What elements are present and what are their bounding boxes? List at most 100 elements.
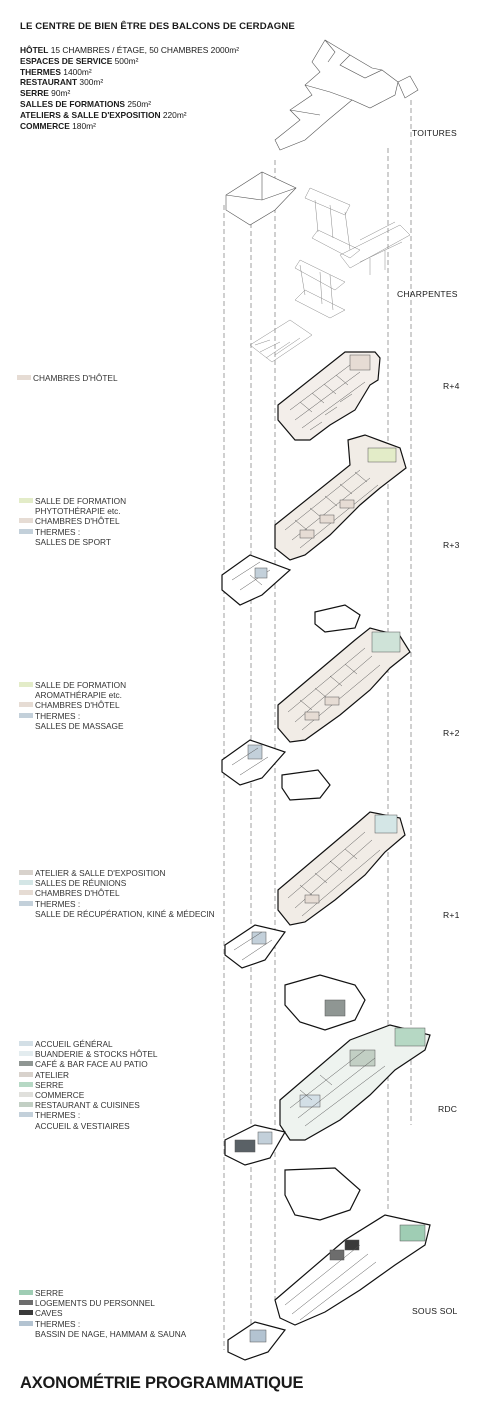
legend-text: SALLE DE FORMATION: [35, 680, 127, 690]
legend-item: PHYTOTHÉRAPIE etc.: [35, 506, 126, 516]
legend-text: ACCUEIL & VESTIAIRES: [35, 1120, 130, 1131]
programme-label: HÔTEL: [20, 45, 49, 55]
legend-text: AROMATHÉRAPIE etc.: [35, 690, 122, 701]
legend-item: SALLE DE FORMATION: [19, 496, 126, 506]
legend-item: RESTAURANT & CUISINES: [19, 1100, 157, 1111]
legend-swatch: [19, 1071, 33, 1077]
legend-text: RESTAURANT & CUISINES: [35, 1100, 140, 1111]
programme-label: ESPACES DE SERVICE: [20, 55, 113, 66]
legend-item: ACCUEIL GÉNÉRAL: [19, 1039, 157, 1049]
programme-value: 90m²: [48, 88, 71, 99]
programme-item: THERMES 1400m²: [20, 67, 239, 78]
legend-item: BASSIN DE NAGE, HAMMAM & SAUNA: [35, 1329, 186, 1339]
programme-item: SALLES DE FORMATIONS 250m²: [20, 99, 239, 110]
legend-item: CHAMBRES D'HÔTEL: [19, 700, 126, 710]
legend-text: BASSIN DE NAGE, HAMMAM & SAUNA: [35, 1328, 187, 1339]
floor-r2-drawing: [221, 604, 411, 786]
programme-item: COMMERCE 180m²: [20, 121, 239, 132]
programme-item: ESPACES DE SERVICE 500m²: [20, 56, 239, 67]
legend-swatch: [19, 1051, 33, 1057]
legend-swatch: [19, 1310, 33, 1316]
legend-item: SALLE DE RÉCUPÉRATION, KINÉ & MÉDECIN: [35, 909, 215, 919]
legend-item: THERMES :: [19, 711, 126, 721]
legend-text: PHYTOTHÉRAPIE etc.: [35, 506, 121, 517]
legend-item: ATELIER & SALLE D'EXPOSITION: [19, 868, 215, 878]
legend-item: SALLES DE MASSAGE: [35, 721, 126, 731]
legend-item: SALLES DE SPORT: [35, 537, 126, 547]
legend-text: SALLES DE RÉUNIONS: [35, 878, 127, 889]
legend-swatch: [19, 870, 33, 875]
main-title: AXONOMÉTRIE PROGRAMMATIQUE: [20, 1374, 304, 1392]
legend-text: SERRE: [35, 1079, 64, 1090]
legend-swatch: [19, 518, 33, 524]
legend-swatch: [19, 712, 33, 718]
floor-rdc-drawing: [224, 974, 431, 1166]
programme-item: HÔTEL 15 CHAMBRES / ÉTAGE, 50 CHAMBRES 2…: [20, 45, 239, 56]
programme-value: 250m²: [125, 98, 152, 109]
legend-item: SALLES DE RÉUNIONS: [19, 878, 215, 889]
legend-item: AROMATHÉRAPIE etc.: [35, 690, 126, 700]
legend-item: COMMERCE: [19, 1089, 157, 1100]
level-label-r3: R+3: [443, 540, 460, 550]
floor-r1-drawing: [224, 769, 406, 969]
legend-item: CAFÉ & BAR FACE AU PATIO: [19, 1059, 157, 1070]
programme-label: ATELIERS & SALLE D'EXPOSITION: [20, 109, 161, 120]
legend-item: SERRE: [19, 1079, 157, 1090]
legend-item: THERMES :: [19, 898, 215, 909]
level-label-charpentes: CHARPENTES: [397, 289, 458, 299]
legend-swatch: [19, 682, 33, 687]
legend-swatch: [19, 890, 33, 896]
legend-text: SALLES DE MASSAGE: [35, 720, 124, 731]
legend-text: SALLE DE RÉCUPÉRATION, KINÉ & MÉDECIN: [35, 908, 215, 919]
legend-swatch: [19, 528, 33, 534]
programme-label: COMMERCE: [20, 120, 70, 131]
legend-text: ATELIER: [35, 1069, 69, 1080]
legend-item: SERRE: [19, 1288, 186, 1298]
legend-item: BUANDERIE & STOCKS HÔTEL: [19, 1049, 157, 1059]
legend-swatch: [19, 900, 33, 906]
legend-swatch: [19, 880, 33, 886]
legend-text: THERMES :: [35, 526, 81, 537]
programme-value: 15 CHAMBRES / ÉTAGE, 50 CHAMBRES 2000m²: [48, 45, 240, 55]
legend-text: CHAMBRES D'HÔTEL: [35, 516, 120, 527]
legend-text: CHAMBRES D'HÔTEL: [33, 373, 118, 383]
legend-item: CHAMBRES D'HÔTEL: [19, 888, 215, 898]
level-label-soussol: SOUS SOL: [412, 1306, 458, 1316]
legend-text: THERMES :: [35, 898, 81, 909]
level-label-r4: R+4: [443, 381, 460, 391]
legend-item: CHAMBRES D'HÔTEL: [17, 373, 118, 383]
legend-item: SALLE DE FORMATION: [19, 680, 127, 690]
legend-text: ACCUEIL GÉNÉRAL: [35, 1039, 113, 1049]
legend-text: THERMES :: [35, 1318, 81, 1329]
programme-value: 220m²: [160, 109, 187, 120]
programme-value: 500m²: [112, 55, 139, 66]
programme-value: 300m²: [77, 77, 104, 88]
legend-swatch: [19, 1320, 33, 1326]
legend-text: CAVES: [35, 1308, 63, 1319]
programme-value: 180m²: [69, 120, 96, 131]
legend-item: ACCUEIL & VESTIAIRES: [35, 1121, 157, 1131]
legend-text: ATELIER & SALLE D'EXPOSITION: [35, 868, 166, 878]
programme-label: SERRE: [20, 88, 49, 99]
programme-item: SERRE 90m²: [20, 88, 239, 99]
level-label-rdc: RDC: [438, 1104, 458, 1114]
legend-swatch: [19, 1112, 33, 1118]
roof-drawing: [225, 39, 419, 226]
programme-label: SALLES DE FORMATIONS: [20, 98, 125, 109]
level-label-r1: R+1: [443, 910, 460, 920]
legend-text: CAFÉ & BAR FACE AU PATIO: [35, 1059, 148, 1070]
programme-label: THERMES: [20, 66, 61, 77]
legend-swatch: [19, 498, 33, 503]
legend-item: CHAMBRES D'HÔTEL: [19, 516, 126, 527]
legend-text: COMMERCE: [35, 1089, 85, 1100]
legend-swatch: [19, 1091, 33, 1097]
legend-item: THERMES :: [19, 1110, 157, 1120]
legend-item: THERMES :: [19, 1318, 186, 1329]
legend-swatch: [19, 1102, 33, 1108]
legend-swatch: [17, 375, 31, 380]
